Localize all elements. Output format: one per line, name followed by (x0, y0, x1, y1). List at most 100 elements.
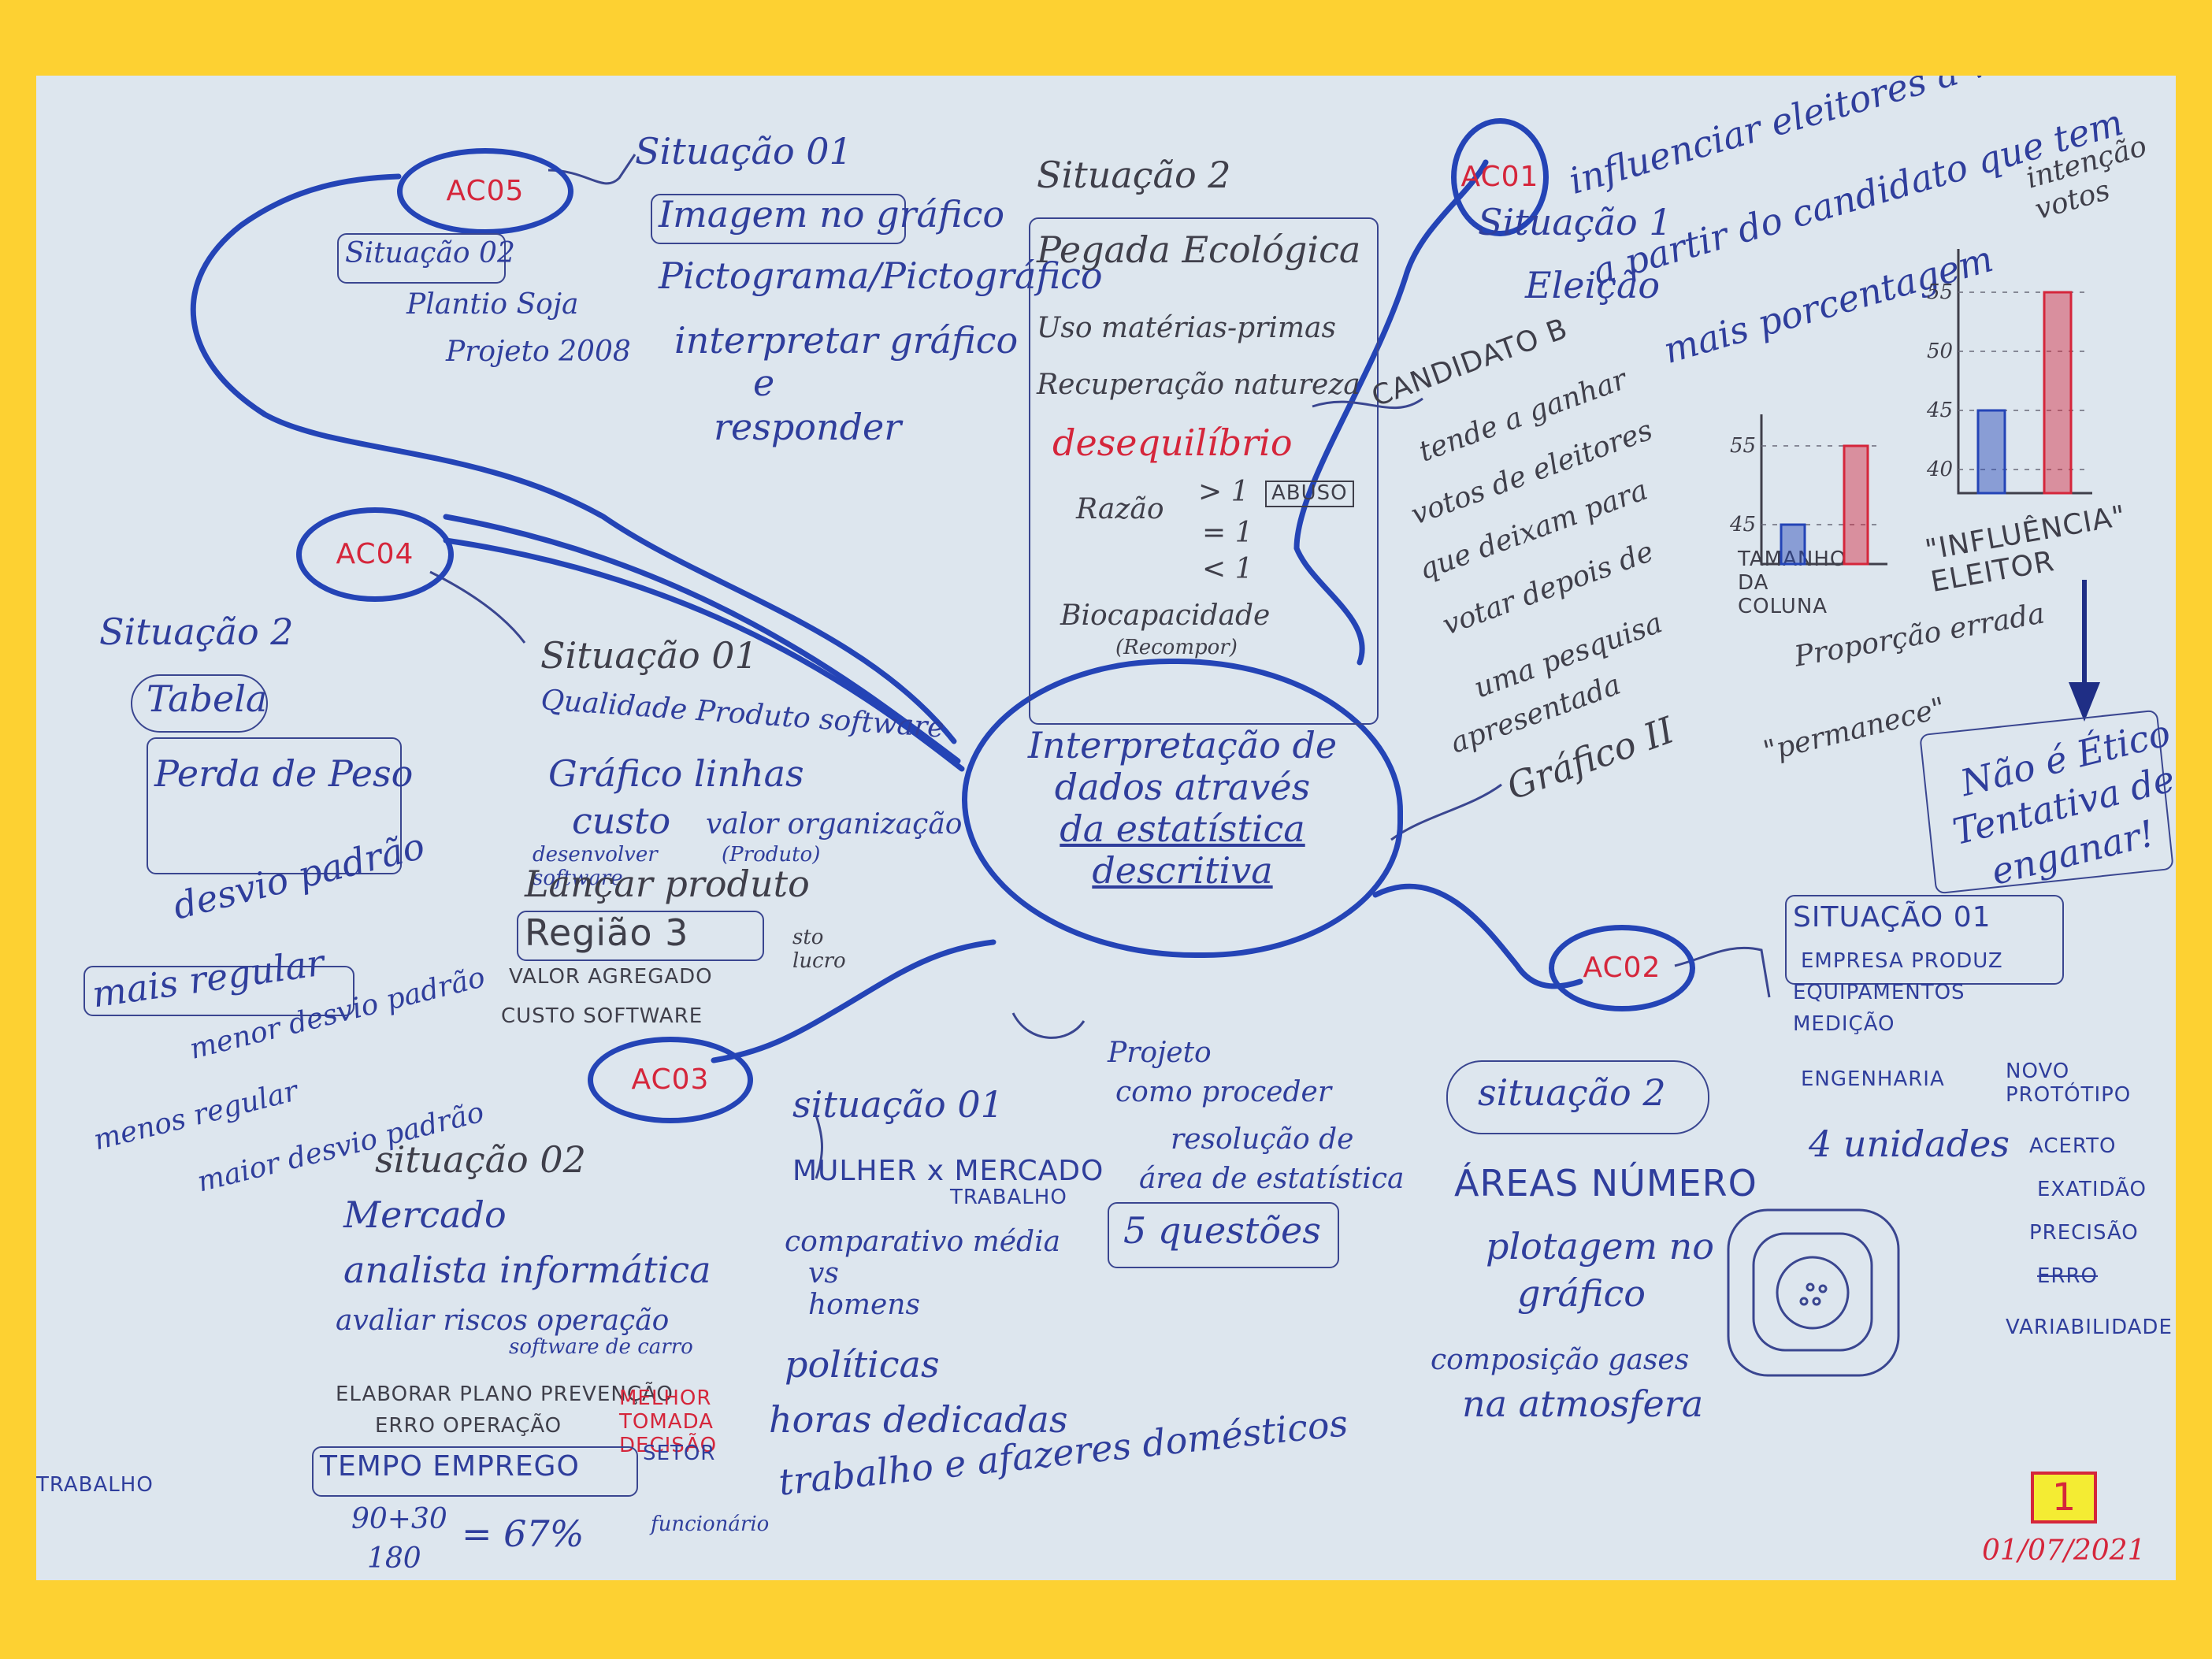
ac04-sit1-l4: valor organização (706, 808, 963, 841)
ac04-sit1-l4a: (Produto) (722, 843, 821, 867)
ac01-col: TAMANHO DA COLUNA (1738, 547, 1847, 618)
ac03-sit2-l14: = 67% (462, 1512, 585, 1555)
page-number-badge: 1 (2031, 1472, 2097, 1524)
ac02-sit1-l7: ACERTO (2029, 1134, 2117, 1158)
ac02-sit1-l1: EMPRESA PRODUZ (1801, 949, 2003, 973)
ac03-sit1-title: situação 01 (792, 1083, 1004, 1126)
ac03-sit2-l10: TRABALHO (36, 1473, 154, 1497)
ac04-sit2-l2: Perda de Peso (154, 752, 414, 795)
ac03-sit2-l11: funcionário (651, 1512, 770, 1536)
chart-tick-label: 45 (1926, 399, 1953, 422)
ac04-sit2-tabela-box (131, 674, 268, 733)
ac02-sit1-l3: MEDIÇÃO (1793, 1012, 1895, 1036)
ac01-title: Situação 1 (1478, 201, 1672, 243)
node-ac01-label: AC01 (1460, 161, 1539, 194)
node-ac03: AC03 (588, 1037, 753, 1123)
project-l3: resolução de (1171, 1123, 1354, 1156)
ac04-sit2-l1: Tabela (147, 677, 268, 720)
node-ac04: AC04 (296, 507, 454, 602)
ac02-sit2-l3: gráfico (1517, 1272, 1646, 1315)
sit2-top-title: Situação 2 (1037, 154, 1231, 196)
project-l2: como proceder (1115, 1076, 1332, 1108)
ac02-sit1-l5: NOVO PROTÓTIPO (2006, 1060, 2132, 1107)
sit2-top-l6: Biocapacidade (1060, 599, 1271, 632)
ac04-sit1-l9: sto lucro (792, 926, 846, 973)
project-questions-box (1108, 1202, 1339, 1268)
ac04-sit1-l6: Região 3 (525, 911, 689, 954)
sit2-top-l6a: (Recompor) (1115, 636, 1238, 659)
ac04-sit2-title: Situação 2 (99, 611, 294, 653)
ac03-sit2-l2: analista informática (343, 1249, 711, 1291)
ac03-sit1-l2: TRABALHO (950, 1186, 1067, 1209)
ac03-sit2-l12: 90+30 (351, 1503, 447, 1535)
central-line-3: da estatística (1060, 807, 1305, 850)
ac03-sit1-l5: homens (808, 1289, 920, 1321)
ac03-sit2-tempo-box (312, 1446, 638, 1497)
ac02-sit1-box (1785, 895, 2064, 985)
ac02-sit1-l11: VARIABILIDADE (2006, 1316, 2173, 1339)
sit2-top-r1: > 1 (1198, 476, 1249, 508)
ac05-sit2-box (337, 233, 506, 284)
ac05-sit1-box (651, 194, 906, 244)
project-l5: 5 questões (1123, 1209, 1321, 1252)
ac02-sit2-l1: ÁREAS NÚMERO (1454, 1162, 1757, 1204)
ac04-sit1-l8: CUSTO SOFTWARE (501, 1004, 703, 1028)
ac03-sit2-title: situação 02 (375, 1138, 586, 1181)
chart-tick-label: 55 (1927, 280, 1953, 304)
ac03-sit2-l6: ERRO OPERAÇÃO (375, 1414, 562, 1438)
ac03-sit2-l5: ELABORAR PLANO PREVENÇÃO (336, 1382, 674, 1406)
node-ac02: AC02 (1549, 925, 1695, 1011)
sit2-top-l1: Pegada Ecológica (1037, 228, 1361, 271)
date-stamp: 01/07/2021 (1982, 1535, 2146, 1567)
ac02-sit2-title: situação 2 (1478, 1071, 1666, 1114)
chart-tick-label: 55 (1730, 434, 1756, 458)
node-ac03-label: AC03 (631, 1063, 710, 1097)
ac04-sit1-l3a: desenvolver software (533, 843, 658, 890)
sit2-top-r3: < 1 (1202, 553, 1253, 585)
paper-sheet: Interpretação de dados através da estatí… (36, 76, 2176, 1580)
project-l1: Projeto (1108, 1037, 1212, 1069)
ac05-sit1-l1: Imagem no gráfico (659, 193, 1005, 236)
ac02-sit1-l6: 4 unidades (1809, 1123, 2010, 1165)
ac03-sit2-l1: Mercado (343, 1193, 507, 1236)
ac02-sit1-l10: ERRO (2037, 1264, 2099, 1288)
ac05-sit1-l2: Pictograma/Pictográfico (659, 254, 1103, 297)
node-ac04-label: AC04 (336, 538, 414, 571)
ac03-sit2-l4: software de carro (509, 1335, 693, 1359)
node-ac01: AC01 (1451, 118, 1549, 236)
ac02-sit1-title: SITUAÇÃO 01 (1793, 901, 1991, 933)
ac04-sit1-l7: VALOR AGREGADO (509, 965, 713, 989)
ac03-sit2-l9: SETOR (643, 1442, 716, 1465)
chart-bar (1843, 444, 1869, 566)
sit2-top-l2: Uso matérias-primas (1037, 312, 1336, 344)
ac04-sit1-regiao-box (517, 911, 764, 961)
project-l4: área de estatística (1139, 1163, 1405, 1195)
chart-bar (2043, 291, 2073, 495)
ac05-sit2-l2: Projeto 2008 (446, 336, 631, 368)
ac05-sit1-l4: e (753, 362, 775, 404)
ac02-sit1-l8: EXATIDÃO (2037, 1178, 2147, 1201)
ac02-sit1-l4: ENGENHARIA (1801, 1067, 1945, 1091)
ac04-sit2-peso-box (147, 737, 402, 874)
chart-1: 55 45 (1729, 414, 1887, 566)
ac01-l1: Eleição (1525, 264, 1661, 306)
ac03-sit1-l1: MULHER x MERCADO (792, 1155, 1104, 1187)
ac04-sit2-regular-box (84, 966, 354, 1016)
node-ac05: AC05 (397, 148, 573, 235)
ac05-sit2-title: Situação 02 (345, 237, 515, 269)
ac03-sit1-l6: políticas (785, 1343, 940, 1386)
sit2-top-l3: Recuperação natureza (1037, 369, 1360, 401)
ac03-sit2-l3: avaliar riscos operação (336, 1305, 670, 1337)
central-line-1: Interpretação de (1027, 724, 1338, 767)
ac03-sit2-l8: TEMPO EMPREGO (320, 1450, 580, 1483)
ac03-sit2-l13: 180 (367, 1542, 421, 1575)
sit2-top-r2: = 1 (1202, 517, 1253, 549)
node-ac02-label: AC02 (1583, 952, 1661, 985)
ac03-sit1-l4: vs (808, 1257, 839, 1290)
central-line-4: descritiva (1092, 848, 1273, 892)
ac03-sit1-l3: comparativo média (785, 1226, 1061, 1258)
ac04-sit1-title: Situação 01 (540, 634, 758, 677)
ac05-sit1-l5: responder (714, 406, 902, 448)
chart-tick-label: 45 (1729, 513, 1756, 536)
